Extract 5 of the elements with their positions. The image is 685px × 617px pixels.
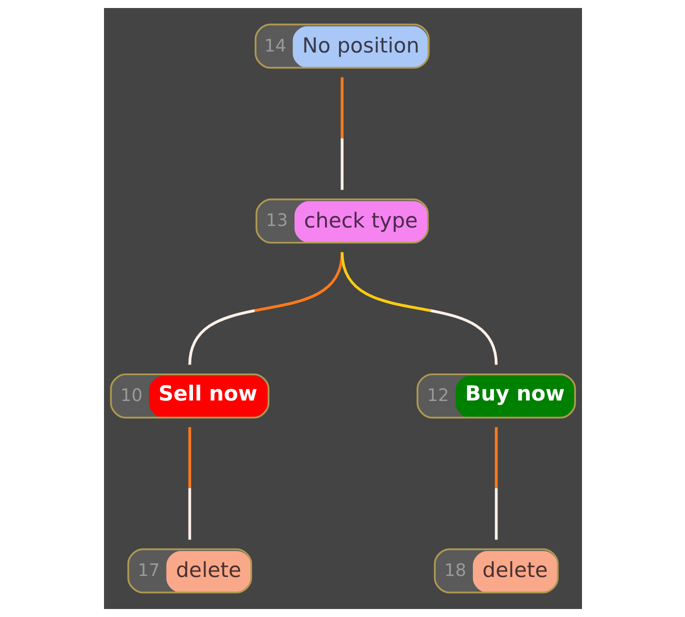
- connector: [494, 427, 498, 540]
- connector: [188, 427, 191, 540]
- connector: [340, 77, 344, 190]
- connector: [340, 252, 498, 365]
- connector: [188, 252, 344, 365]
